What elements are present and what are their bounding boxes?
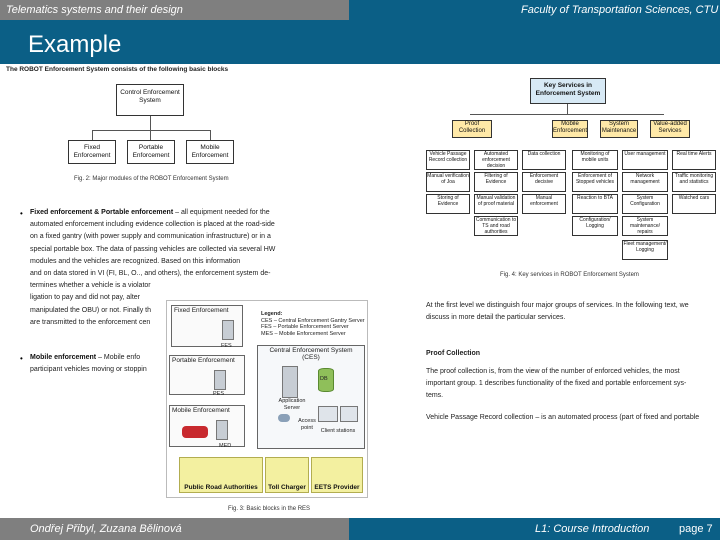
bullet1-text: Fixed enforcement & Portable enforcement… [30, 209, 276, 326]
server-icon [282, 366, 298, 398]
fig4-group-proof: Proof Collection [452, 120, 492, 138]
fig4-item: Reaction to BTA [572, 194, 618, 214]
fig4-item: Traffic monitoring and statistics [672, 172, 716, 192]
fig4-caption: Fig. 4: Key services in ROBOT Enforcemen… [500, 272, 639, 278]
database-icon [318, 368, 334, 392]
fig2-caption: Fig. 2: Major modules of the ROBOT Enfor… [74, 176, 229, 182]
fig2-portable-box: Portable Enforcement [127, 140, 175, 164]
footer-course: L1: Course Introduction [535, 523, 650, 535]
workstation-icon [318, 406, 338, 422]
right-para1: At the first level we distinguish four m… [426, 302, 689, 322]
bullet-icon: • [20, 354, 23, 363]
fig4-connector [567, 104, 568, 114]
fig4-item: Monitoring of mobile units [572, 150, 618, 170]
fig4-item: Manual enforcement [522, 194, 566, 214]
fig4-item: Storing of Evidence [426, 194, 470, 214]
fig2-connector [150, 130, 151, 140]
footer-authors: Ondřej Přibyl, Zuzana Bělinová [30, 523, 182, 535]
footer-left-bar: Ondřej Přibyl, Zuzana Bělinová [0, 518, 349, 540]
fig4-item: Data collection [522, 150, 566, 170]
slide-title: Example [28, 31, 122, 58]
server-icon [216, 420, 228, 440]
fig2-connector [210, 130, 211, 140]
fig2-mobile-box: Mobile Enforcement [186, 140, 234, 164]
fig4-connector [470, 114, 664, 115]
fig4-item: Real time Alerts [672, 150, 716, 170]
fig3-central-box: Central Enforcement System (CES) DB Appl… [257, 345, 365, 449]
footer-right-bar: L1: Course Introduction page 7 [349, 518, 720, 540]
fig2-connector [92, 130, 210, 131]
right-heading-proof: Proof Collection [426, 350, 481, 357]
fig3-mobile-box: Mobile Enforcement [169, 405, 245, 447]
bullet2-text: Mobile enforcement – Mobile enfo partici… [30, 354, 147, 374]
fig3-diagram: Fixed Enforcement FES Portable Enforceme… [166, 300, 368, 498]
fig3-portable-box: Portable Enforcement [169, 355, 245, 395]
fig3-caption: Fig. 3: Basic blocks in the RES [228, 506, 311, 512]
car-icon [182, 426, 208, 438]
fig4-item: Enforcement decisive [522, 172, 566, 192]
fig4-top-box: Key Services in Enforcement System [530, 78, 606, 104]
fig4-item: Network management [622, 172, 668, 192]
fig2-connector [150, 116, 151, 130]
fig4-group-value-added: Value-added Services [650, 120, 690, 138]
fig4-group-mobile: Mobile Enforcement [552, 120, 588, 138]
fig2-control-box: Control Enforcement System [116, 84, 184, 116]
fig4-item: User management [622, 150, 668, 170]
bullet-icon: • [20, 209, 23, 218]
fig4-item: Fleet management/ Logging [622, 240, 668, 260]
fig3-toll-box: Toll Charger [265, 457, 309, 493]
fig4-item: Communication to TS and road authorities [474, 216, 518, 236]
server-icon [222, 320, 234, 340]
fig3-legend: Legend: CES – Central Enforcement Gantry… [261, 311, 365, 337]
header-left-bar: Telematics systems and their design [0, 0, 349, 20]
bullet1-title: Fixed enforcement & Portable enforcement [30, 209, 174, 216]
fig3-med-label: MED [219, 443, 232, 449]
fig4-item: Configuration/ Logging [572, 216, 618, 236]
fig4-item: Filtering of Evidence [474, 172, 518, 192]
server-icon [214, 370, 226, 390]
fig2-connector [92, 130, 93, 140]
right-para3: Vehicle Passage Record collection – is a… [426, 414, 700, 421]
fig4-item: System maintenance/ repairs [622, 216, 668, 236]
footer-page-number: page 7 [679, 523, 713, 535]
fig3-pes-label: PES [213, 391, 225, 397]
fig3-fixed-box: Fixed Enforcement [171, 305, 243, 347]
fig2-fixed-box: Fixed Enforcement [68, 140, 116, 164]
bullet2-title: Mobile enforcement [30, 354, 97, 361]
fig3-fes-label: FES [221, 343, 232, 349]
fig4-item: Vehicle Passage Record collection [426, 150, 470, 170]
header-right-bar: Faculty of Transportation Sciences, CTU [349, 0, 720, 20]
fig4-group-maintenance: System Maintenance [600, 120, 638, 138]
fig4-item: Enforcement of Stopped vehicles [572, 172, 618, 192]
header-faculty: Faculty of Transportation Sciences, CTU [521, 4, 719, 16]
fig3-eets-box: EETS Provider [311, 457, 363, 493]
fig4-item: Watched cars [672, 194, 716, 214]
fig4-item: System Configuration [622, 194, 668, 214]
fig4-item: Manual validation of proof material [474, 194, 518, 214]
header-course-title: Telematics systems and their design [6, 4, 183, 16]
laptop-icon [340, 406, 358, 422]
doc-intro: The ROBOT Enforcement System consists of… [6, 66, 229, 73]
access-point-icon [278, 414, 290, 422]
fig3-public-road-box: Public Road Authorities [179, 457, 263, 493]
title-band [0, 20, 720, 64]
fig4-item: Manual verification of Joa [426, 172, 470, 192]
right-para2: The proof collection is, from the view o… [426, 368, 687, 400]
fig4-item: Automated enforcement decision [474, 150, 518, 170]
